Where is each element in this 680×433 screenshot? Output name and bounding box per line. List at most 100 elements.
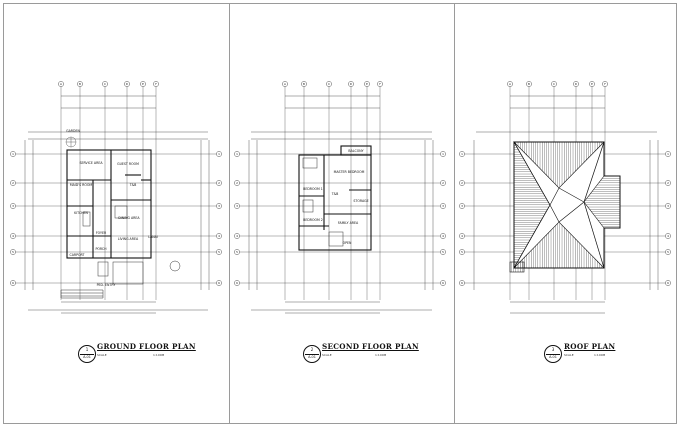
room-garden: GARDEN [66,129,80,133]
room-tb: T&B [331,192,339,196]
ground-view-number: 1 [85,347,89,352]
room-open: OPEN [343,241,352,245]
grid-row-label: 4 [461,234,463,238]
walls [298,145,372,251]
roof-badge-bar [546,354,560,355]
grid-column-bubble [377,81,383,87]
grid-column-label: B [79,82,81,86]
room-ped-entry: PED. ENTRY [97,283,116,287]
grid-row-label: 1 [12,152,14,156]
room-family-area: FAMILY AREA [338,221,359,225]
grid-row-bubble [234,180,240,186]
grid-row-bubble [459,233,465,239]
grid-row-label: 6 [12,281,14,285]
grid-row-bubble [440,233,446,239]
grid-row-label: 1 [442,152,444,156]
garden-tree [65,136,77,148]
grid-row-bubble [10,280,16,286]
grid-row-bubble [459,203,465,209]
ground-view-badge: 1 A-01 [78,345,96,363]
grid-row-label: 2 [442,181,444,185]
grid-row-label: 1 [667,152,669,156]
second-scale-label: SCALE [322,353,332,357]
grid-row-label: 2 [236,181,238,185]
ground-floor-panel: SERVICE AREA GUEST ROOM MAID'S ROOM T&B … [3,0,229,429]
sheet-border [3,3,677,424]
roof-scale-label: SCALE [564,353,574,357]
grid-row-label: 5 [667,250,669,254]
grid-row-label: 5 [12,250,14,254]
grid-row-bubble [216,233,222,239]
grid-row-bubble [216,280,222,286]
room-balcony: BALCONY [348,149,363,153]
grid-column-bubble [573,81,579,87]
roof-outline [509,140,621,273]
grid-column-bubble [348,81,354,87]
grid-row-label: 5 [236,250,238,254]
roof-view-badge: 3 A-01 [544,345,562,363]
grid-row-bubble [440,249,446,255]
grid-column-label: E [142,82,144,86]
dimension-lines [248,95,434,314]
grid-column-label: B [303,82,305,86]
second-floor-drawing: BALCONY MASTER BEDROOM BEDROOM 1 BEDROOM… [234,81,446,314]
room-living-area: LIVING AREA [118,237,139,241]
grid-row-label: 2 [667,181,669,185]
grid-column-bubble [58,81,64,87]
grid-row-label: 1 [236,152,238,156]
grid-column-bubble [364,81,370,87]
grid-column-bubble [526,81,532,87]
grid-column-label: A [284,82,286,86]
grid-row-label: 3 [442,204,444,208]
grid-row-bubble [10,249,16,255]
grid-column-bubble [102,81,108,87]
room-foyer: FOYER [96,231,107,235]
grid-row-bubble [440,280,446,286]
grid-row-label: 5 [218,250,220,254]
grid-row-label: 4 [12,234,14,238]
grid-column-label: D [126,82,128,86]
grid-column-label: C [104,82,106,86]
grid-row-bubble [440,203,446,209]
ground-floor-drawing: SERVICE AREA GUEST ROOM MAID'S ROOM T&B … [10,81,222,314]
grid-column-bubble [77,81,83,87]
grid-row-label: 4 [442,234,444,238]
grid-row-bubble [234,151,240,157]
room-guest-room: GUEST ROOM [117,162,139,166]
grid-row-label: 3 [667,204,669,208]
grid-row-label: 6 [218,281,220,285]
second-sheet-ref: A-01 [308,355,316,359]
room-lanai: LANAI [148,235,158,239]
grid-row-bubble [234,233,240,239]
grid-row-bubble [10,203,16,209]
grid-row-label: 5 [461,250,463,254]
grid-row-bubble [10,233,16,239]
room-labels: SERVICE AREA GUEST ROOM MAID'S ROOM T&B … [66,129,158,287]
grid-row-label: 2 [461,181,463,185]
grid-column-label: F [379,82,381,86]
room-kitchen: KITCHEN [74,211,88,215]
ground-scale-label: SCALE [97,353,107,357]
second-view-badge: 2 A-01 [303,345,321,363]
room-porch: PORCH [95,247,107,251]
grid-column-label: F [604,82,606,86]
dimension-lines [24,95,210,314]
grid-column-label: F [155,82,157,86]
grid-row-bubble [10,151,16,157]
grid-column-bubble [551,81,557,87]
grid-row-label: 2 [218,181,220,185]
second-badge-bar [305,354,319,355]
grid-column-label: D [350,82,352,86]
grid-column-label: A [60,82,62,86]
room-bedroom-2: BEDROOM 2 [303,218,323,222]
grid-row-label: 6 [236,281,238,285]
room-service-area: SERVICE AREA [79,161,103,165]
walls [66,149,152,259]
grid-row-bubble [234,203,240,209]
roof-view-number: 3 [551,347,555,352]
grid-row-label: 3 [236,204,238,208]
